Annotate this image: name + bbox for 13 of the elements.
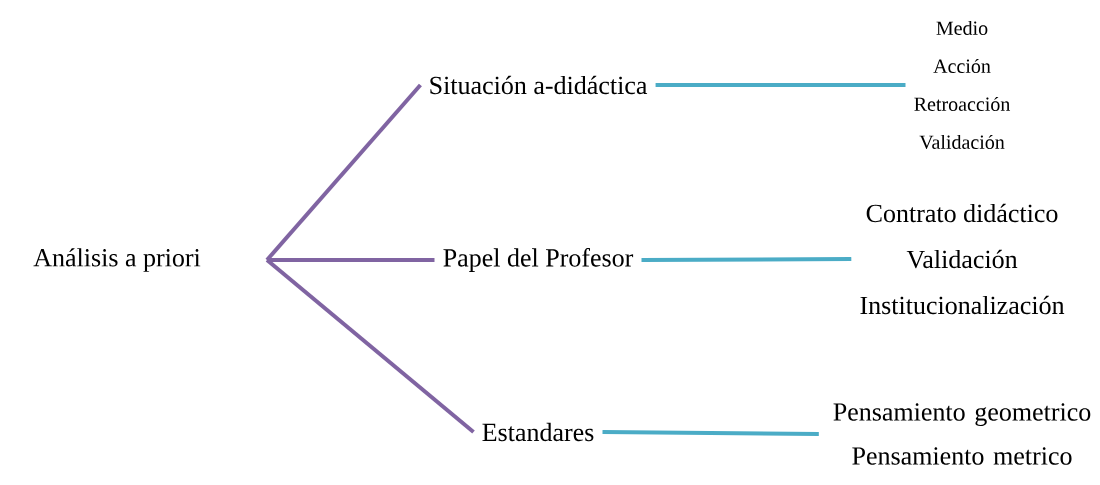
connector-line [267, 258, 435, 262]
connector-line [602, 430, 819, 436]
connector-line [265, 258, 475, 434]
connector-line [641, 257, 852, 262]
text-list: Medio Acción Retroacción Validación [914, 20, 1011, 150]
node-text: Estandares [482, 422, 594, 442]
node-text: Papel del Profesor [443, 248, 634, 272]
connector-line [265, 83, 422, 262]
text-list: Contrato didáctico Validación Institucionalización [860, 203, 1065, 315]
connector-line [655, 83, 906, 87]
node-text: Análisis a priori [33, 248, 201, 272]
node-text: Situación a-didáctica [430, 75, 648, 95]
text-list: Pensamiento geometrico Pensamiento metrico [833, 403, 1091, 465]
